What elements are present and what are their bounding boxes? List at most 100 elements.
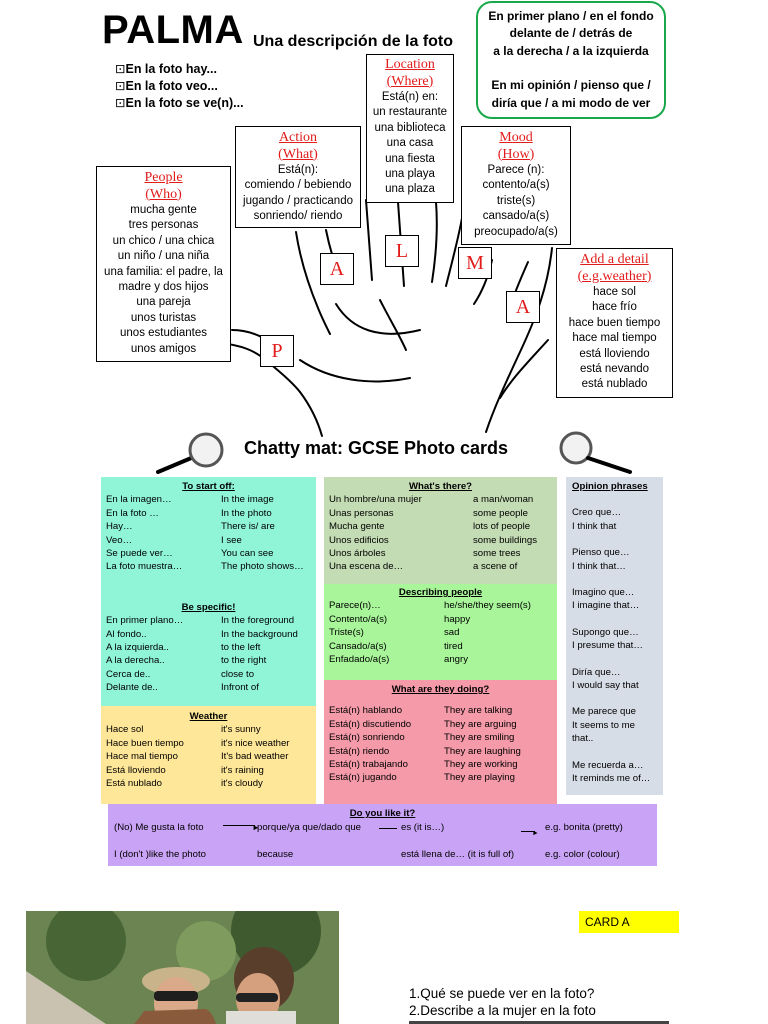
position-phrase: En primer plano / en el fondo	[488, 9, 654, 23]
spanish-phrase: Hace buen tiempo	[106, 737, 184, 749]
arrow-icon	[521, 831, 535, 832]
mood-item: cansado/a(s)	[482, 210, 550, 223]
starter-list: ⊡En la foto hay... ⊡En la foto veo... ⊡E…	[115, 61, 244, 112]
people-item: mucha gente	[130, 204, 197, 216]
spanish-phrase: Está nublado	[106, 778, 163, 790]
english-phrase: it's raining	[221, 764, 264, 776]
phrase-row: Cansado/a(s)tired	[329, 640, 552, 653]
english-phrase: it's sunny	[221, 724, 261, 736]
whats-there-heading: What's there?	[408, 481, 473, 492]
detail-box: Add a detail (e.g.weather) hace sol hace…	[556, 248, 673, 398]
location-item: Está(n) en:	[381, 91, 439, 103]
people-item: un niño / una niña	[117, 250, 210, 263]
detail-item: está lloviendo	[579, 347, 650, 360]
spanish-phrase: Está(n) trabajando	[329, 759, 408, 771]
mood-heading: Mood	[499, 130, 533, 145]
people-item: un chico / una chica	[112, 234, 215, 247]
opinion-translation: I presume that…	[572, 640, 643, 652]
phrase-row: En primer plano…In the foreground	[106, 614, 311, 627]
location-item: una casa	[386, 137, 434, 150]
english-phrase: it's cloudy	[221, 778, 263, 790]
english-phrase: to the left	[221, 642, 261, 654]
magnifier-right-icon	[559, 431, 632, 474]
english-phrase: sad	[444, 627, 460, 639]
phrase-row: Hay…There is/ are	[106, 520, 311, 533]
phrase-row: Enfadado/a(s)angry	[329, 653, 552, 666]
spanish-phrase: Unos árboles	[329, 548, 386, 560]
card-label: CARD A	[579, 911, 679, 933]
location-box: Location (Where) Está(n) en: un restaura…	[366, 54, 454, 203]
arrow-head-icon: ►	[532, 830, 539, 837]
mood-item: triste(s)	[496, 194, 536, 207]
detail-item: hace mal tiempo	[572, 332, 657, 345]
like-connective-en: because	[257, 849, 294, 860]
english-phrase: In the photo	[221, 507, 272, 519]
card-question-partial	[409, 1019, 689, 1024]
page-subtitle: Una descripción de la foto	[253, 33, 454, 50]
detail-item: hace frío	[592, 301, 637, 314]
like-example-en: e.g. color (colour)	[545, 849, 620, 860]
phrase-row: En la foto …In the photo	[106, 507, 311, 520]
opinion-translation: I think that…	[572, 560, 626, 572]
english-phrase: In the foreground	[221, 615, 295, 627]
spanish-phrase: Se puede ver…	[106, 548, 173, 560]
location-heading: Location	[385, 57, 435, 72]
detail-item: hace sol	[593, 286, 636, 298]
detail-item: está nevando	[579, 363, 650, 376]
magnifier-left-icon	[156, 432, 224, 474]
phrase-row: Delante de..Infront of	[106, 681, 311, 694]
people-item: una familia: el padre, la	[104, 265, 223, 278]
english-phrase: You can see	[221, 548, 274, 560]
mood-item: contento/a(s)	[482, 179, 550, 192]
english-phrase: In the image	[221, 494, 274, 506]
starter-item: ⊡En la foto hay...	[115, 62, 217, 76]
location-item: un restaurante	[372, 106, 448, 119]
location-subheading: (Where)	[386, 73, 434, 89]
card-label-text: CARD A	[585, 915, 630, 929]
phrase-row: Al fondo..In the background	[106, 628, 311, 641]
opinion-translation: I think that	[572, 520, 617, 532]
people-item: unos estudiantes	[120, 327, 207, 340]
palma-letter-a-detail: A	[506, 291, 540, 323]
action-item: Está(n):	[277, 164, 319, 176]
phrase-row: A la derecha..to the right	[106, 654, 311, 667]
spanish-phrase: Está(n) hablando	[329, 705, 403, 717]
english-phrase: They are smiling	[444, 732, 515, 744]
mood-box: Mood (How) Parece (n): contento/a(s) tri…	[461, 126, 571, 245]
spanish-phrase: Al fondo..	[106, 628, 147, 640]
opinion-phrase: Diría que…	[572, 666, 621, 678]
phrase-row: En la imagen…In the image	[106, 493, 311, 506]
phrase-row: La foto muestra…The photo shows…	[106, 560, 311, 573]
english-phrase: happy	[444, 613, 471, 625]
phrase-row: Triste(s)sad	[329, 626, 552, 639]
spanish-phrase: A la derecha..	[106, 655, 165, 667]
spanish-phrase: Parece(n)…	[329, 600, 381, 612]
card-question: 2.Describe a la mujer en la foto	[409, 1003, 596, 1018]
english-phrase: tired	[444, 640, 463, 652]
opinion-heading: Opinion phrases	[572, 481, 648, 492]
palma-letter-m: M	[458, 247, 492, 279]
arrow-head-icon: ►	[252, 823, 260, 832]
people-subheading: (Who)	[145, 186, 182, 202]
opinion-panel: Opinion phrases Creo que… I think that P…	[566, 477, 663, 795]
card-photo	[26, 911, 339, 1024]
opinion-translation: I imagine that…	[572, 600, 640, 612]
spanish-phrase: Unos edificios	[329, 534, 389, 546]
english-phrase: They are arguing	[444, 718, 517, 730]
spanish-phrase: Delante de..	[106, 682, 158, 694]
people-item: unos amigos	[130, 342, 197, 355]
action-box: Action (What) Está(n): comiendo / bebien…	[235, 126, 361, 228]
spanish-phrase: Unas personas	[329, 507, 394, 519]
